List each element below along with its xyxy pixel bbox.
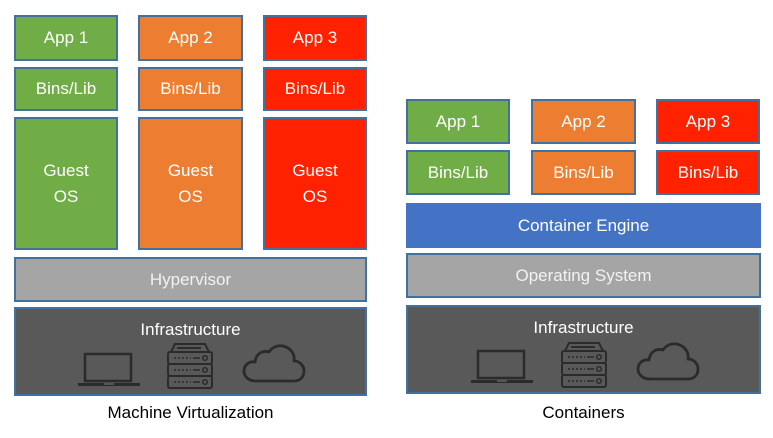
vm-app-2-label: App 2 [168, 28, 213, 47]
cloud-icon [636, 342, 700, 382]
container-engine-label: Container Engine [517, 215, 650, 235]
vm-guest-os-2-line1: Guest [167, 160, 214, 180]
ct-bins-lib-3-label: Bins/Lib [677, 162, 739, 182]
vm-guest-os-1-line2: OS [53, 186, 79, 206]
ct-infrastructure-layer: Infrastructure [406, 305, 761, 394]
vm-bins-lib-3-label: Bins/Lib [284, 79, 346, 98]
ct-app-1-box: App 1 [406, 99, 510, 144]
vm-bins-lib-3-box: Bins/Lib [263, 67, 367, 111]
ct-bins-lib-2-box: Bins/Lib [531, 150, 636, 195]
vm-guest-os-2-line2: OS [178, 186, 203, 206]
vm-guest-os-3-line2: OS [302, 186, 328, 206]
vm-app-1-box: App 1 [14, 15, 118, 61]
vm-app-3-label: App 3 [292, 28, 338, 47]
vm-guest-os-3-box: Guest OS [263, 117, 367, 250]
container-engine-layer: Container Engine [406, 203, 761, 248]
operating-system-label: Operating System [515, 265, 652, 285]
vm-bins-lib-1-box: Bins/Lib [14, 67, 118, 111]
hypervisor-label: Hypervisor [149, 269, 232, 289]
ct-bins-lib-3-box: Bins/Lib [656, 150, 760, 195]
vm-bins-lib-2-box: Bins/Lib [138, 67, 243, 111]
ct-infrastructure-label: Infrastructure [533, 318, 634, 337]
laptop-icon [471, 349, 533, 385]
ct-caption: Containers [542, 403, 625, 422]
vm-guest-os-2-box: Guest OS [138, 117, 243, 250]
vm-guest-os-3-line1: Guest [292, 160, 338, 180]
ct-bins-lib-1-label: Bins/Lib [427, 162, 489, 182]
ct-bins-lib-2-label: Bins/Lib [553, 162, 614, 182]
vm-guest-os-1-line1: Guest [43, 160, 89, 180]
operating-system-layer: Operating System [406, 253, 761, 298]
laptop-icon [78, 352, 140, 388]
vm-bins-lib-2-label: Bins/Lib [160, 79, 221, 98]
vm-bins-lib-1-label: Bins/Lib [35, 79, 97, 98]
vm-guest-os-1-box: Guest OS [14, 117, 118, 250]
ct-app-3-label: App 3 [685, 111, 731, 131]
vm-infrastructure-label: Infrastructure [140, 320, 241, 339]
vm-caption: Machine Virtualization [107, 403, 274, 422]
ct-app-2-label: App 2 [561, 111, 606, 131]
vm-app-1-label: App 1 [43, 28, 89, 47]
ct-app-2-box: App 2 [531, 99, 636, 144]
ct-app-1-label: App 1 [435, 111, 481, 131]
server-icon [165, 342, 215, 390]
ct-bins-lib-1-box: Bins/Lib [406, 150, 510, 195]
ct-app-3-box: App 3 [656, 99, 760, 144]
server-icon [559, 341, 609, 389]
hypervisor-layer: Hypervisor [14, 257, 367, 302]
cloud-icon [242, 344, 306, 384]
vm-app-2-box: App 2 [138, 15, 243, 61]
vm-app-3-box: App 3 [263, 15, 367, 61]
